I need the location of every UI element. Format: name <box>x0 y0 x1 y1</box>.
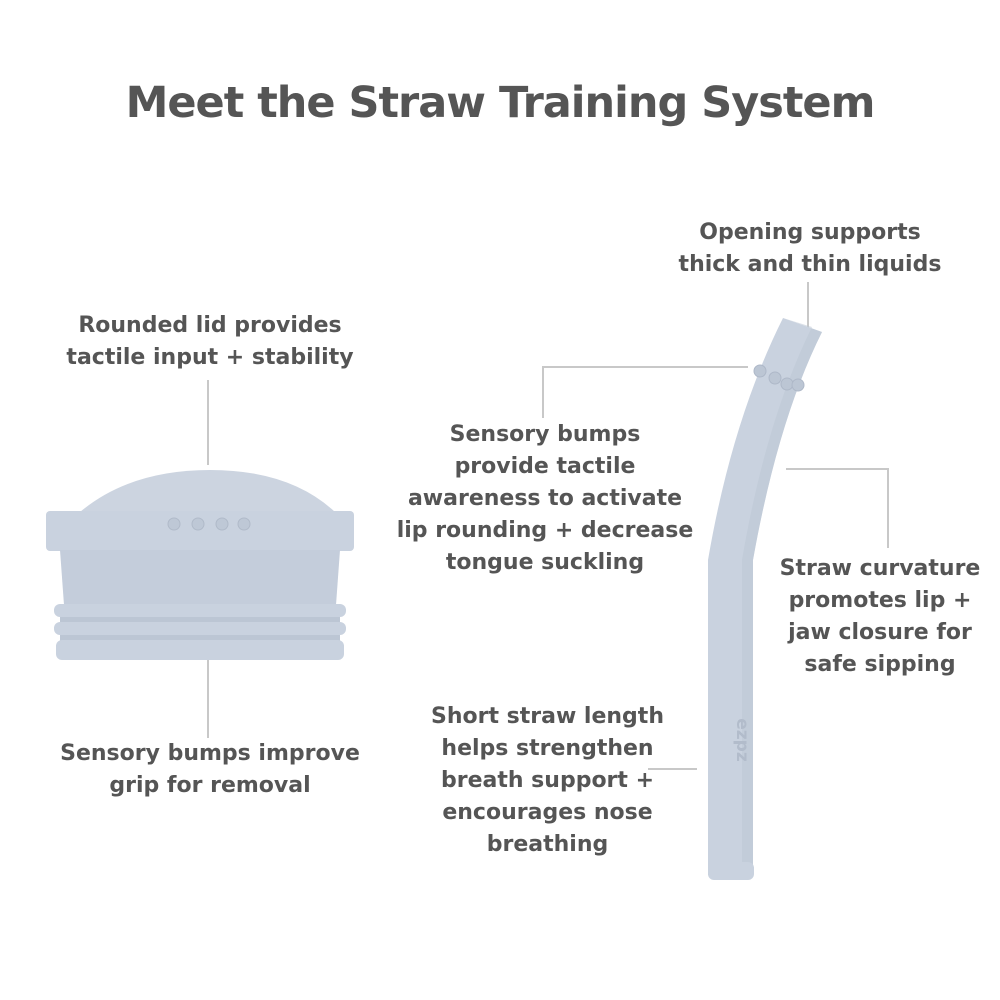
lid-body <box>60 550 340 605</box>
straw-body <box>708 318 822 879</box>
callout-line: thick and thin liquids <box>678 252 942 277</box>
callout-straw-curvature: Straw curvature promotes lip + jaw closu… <box>760 553 1000 681</box>
callout-line: Straw curvature <box>779 556 981 581</box>
callout-line: safe sipping <box>804 652 956 677</box>
straw-sensory-bump <box>753 364 767 378</box>
lid-thread-2 <box>54 622 346 635</box>
callout-line: Opening supports <box>699 220 921 245</box>
callout-straw-length: Short straw length helps strengthen brea… <box>405 701 690 861</box>
callout-line: lip rounding + decrease <box>396 518 694 543</box>
callout-line: Sensory bumps <box>449 422 641 447</box>
leader-line-bumps <box>542 366 748 418</box>
callout-line: Short straw length <box>431 704 664 729</box>
callout-line: grip for removal <box>109 773 311 798</box>
callout-line: breathing <box>486 832 609 857</box>
straw-bottom <box>708 862 754 880</box>
callout-line: Sensory bumps improve <box>60 741 360 766</box>
straw-logo: ezpz <box>732 718 752 762</box>
lid-sensory-bump <box>215 517 229 531</box>
lid-thread-gap-2 <box>60 635 340 641</box>
lid-dome <box>80 470 335 512</box>
callout-line: awareness to activate <box>407 486 683 511</box>
callout-rounded-lid: Rounded lid provides tactile input + sta… <box>30 310 390 374</box>
leader-line-curvature <box>786 468 889 548</box>
straw-sensory-bump <box>780 377 794 391</box>
straw-sensory-bump <box>768 371 782 385</box>
callout-line: promotes lip + <box>788 588 972 613</box>
lid-sensory-bump <box>191 517 205 531</box>
callout-line: breath support + <box>440 768 655 793</box>
callout-straw-opening: Opening supports thick and thin liquids <box>660 217 960 281</box>
straw: ezpz <box>708 318 822 880</box>
callout-line: Rounded lid provides <box>78 313 342 338</box>
callout-line: provide tactile <box>454 454 636 479</box>
lid-thread-gap-1 <box>60 617 340 623</box>
lid-thread-3 <box>56 640 344 660</box>
callout-line: helps strengthen <box>441 736 654 761</box>
callout-straw-sensory-bumps: Sensory bumps provide tactile awareness … <box>390 419 700 579</box>
page-title: Meet the Straw Training System <box>125 78 876 128</box>
lid-sensory-bump <box>237 517 251 531</box>
callout-lid-sensory-bumps: Sensory bumps improve grip for removal <box>30 738 390 802</box>
callout-line: tactile input + stability <box>66 345 354 370</box>
lid <box>46 470 354 660</box>
straw-sensory-bump <box>791 378 805 392</box>
lid-top-rim <box>46 511 354 551</box>
callout-line: tongue suckling <box>445 550 645 575</box>
straw-body-shade <box>742 318 822 876</box>
lid-sensory-bump <box>167 517 181 531</box>
lid-thread-1 <box>54 604 346 617</box>
callout-line: jaw closure for <box>788 620 972 645</box>
callout-line: encourages nose <box>442 800 653 825</box>
